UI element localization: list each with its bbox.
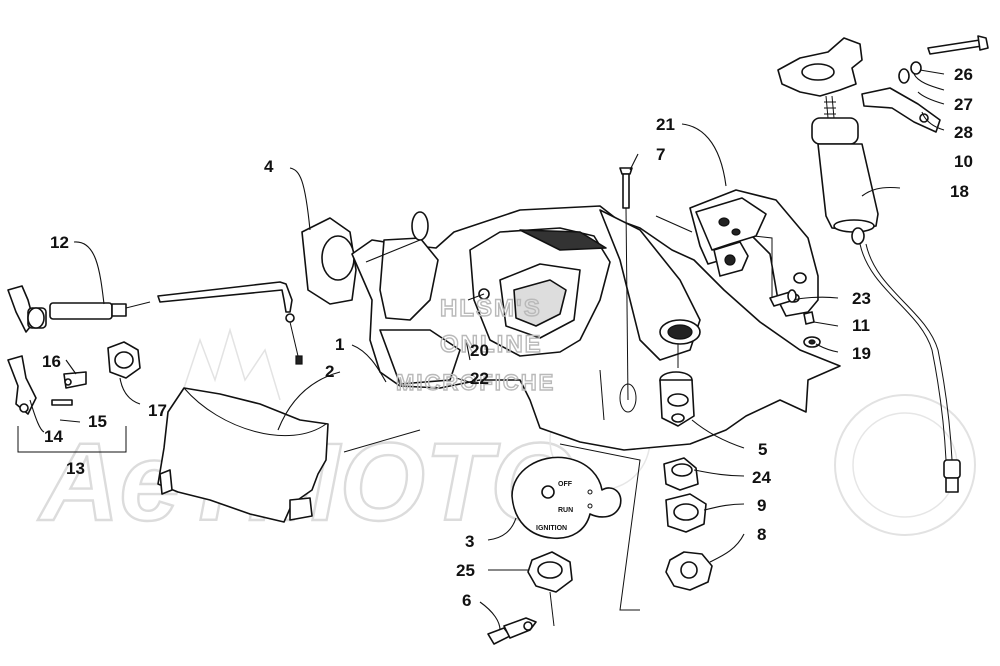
callout-8: 8: [757, 525, 766, 544]
callout-6: 6: [462, 591, 471, 610]
plate-off-text: OFF: [558, 481, 573, 488]
callout-19: 19: [852, 344, 871, 363]
callout-2: 2: [325, 362, 334, 381]
callout-3: 3: [465, 532, 474, 551]
callout-15: 15: [88, 412, 107, 431]
callout-17: 17: [148, 401, 167, 420]
callout-16: 16: [42, 352, 61, 371]
throttle-lever-parts: [7, 355, 127, 453]
callout-21: 21: [656, 115, 675, 134]
callout-4: 4: [264, 157, 274, 176]
callout-24: 24: [752, 468, 771, 487]
callout-1: 1: [335, 335, 344, 354]
screw-7: [619, 167, 633, 401]
ignition-switch-stack: [659, 344, 713, 591]
nut-17: [107, 341, 141, 379]
decal-4: [301, 217, 357, 305]
callout-5: 5: [758, 440, 767, 459]
callout-7: 7: [656, 145, 665, 164]
callout-26: 26: [954, 65, 973, 84]
callout-22: 22: [470, 369, 489, 388]
watermark-line1: HLSM'S: [440, 295, 542, 322]
console-housing: [351, 205, 841, 451]
callout-28: 28: [954, 123, 973, 142]
mounting-bracket-21: [689, 189, 819, 317]
ignition-plate-and-key: OFF RUN IGNITION: [487, 443, 641, 645]
callout-13: 13: [66, 459, 85, 478]
callout-9: 9: [757, 496, 766, 515]
callout-23: 23: [852, 289, 871, 308]
callout-18: 18: [950, 182, 969, 201]
watermark-line2: ONLINE: [440, 331, 543, 358]
watermark-line3: MICROFICHE: [396, 370, 555, 395]
throttle-cable-assembly: [7, 281, 303, 365]
choke-cylinder-assembly: [777, 35, 989, 493]
callout-10: 10: [954, 152, 973, 171]
hlsm-watermark: HLSM'S ONLINE MICROFICHE: [395, 294, 555, 395]
plate-ignition-text: IGNITION: [536, 525, 567, 532]
callout-14: 14: [44, 427, 63, 446]
leader-lines: [29, 69, 945, 631]
callout-27: 27: [954, 95, 973, 114]
plate-run-text: RUN: [558, 507, 573, 514]
callout-20: 20: [470, 341, 489, 360]
callout-12: 12: [50, 233, 69, 252]
lower-panel-2: [157, 387, 421, 523]
callout-11: 11: [852, 316, 870, 335]
callout-labels: 1 2 3 4 5 6 7 8 9 10 11 12 13 14 15 16 1…: [42, 65, 973, 610]
callout-25: 25: [456, 561, 475, 580]
